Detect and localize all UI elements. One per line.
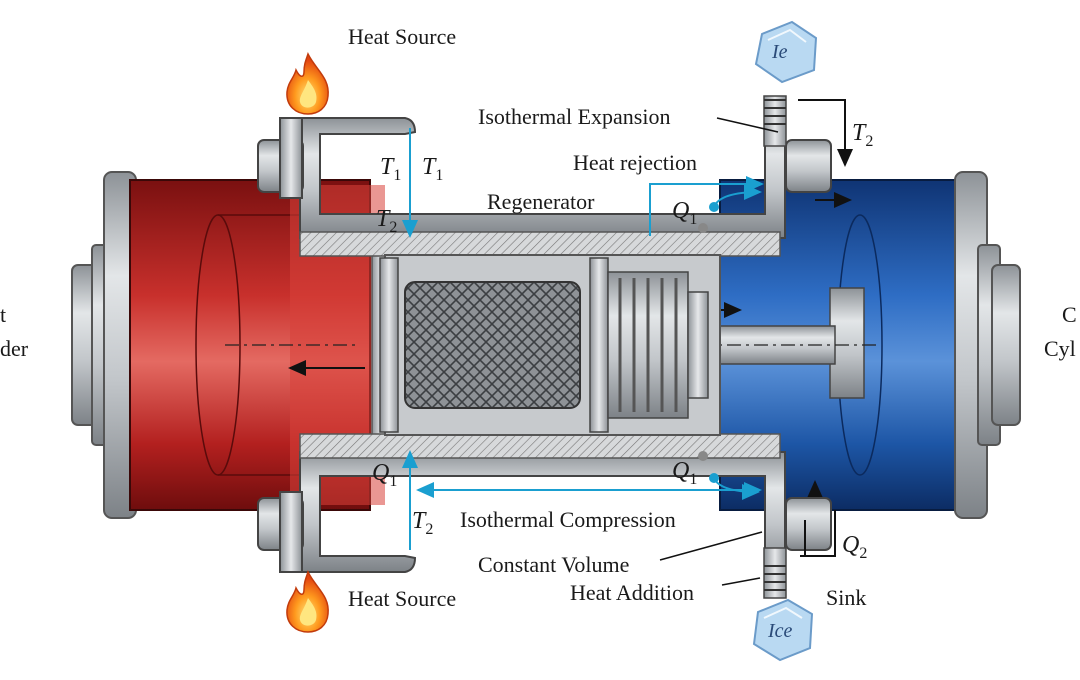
label-cold-cylinder-line1: C [1062, 302, 1077, 327]
label-heat-addition: Heat Addition [570, 580, 694, 605]
ice-cube-icon [754, 20, 818, 84]
flame-icon [286, 570, 329, 633]
flame-icon [286, 52, 329, 115]
label-heat-source-bottom: Heat Source [348, 586, 456, 611]
flow-arrows [402, 128, 764, 550]
regenerator-mesh [404, 281, 581, 409]
ice-label-bottom: Ice [767, 620, 793, 642]
label-sink: Sink [826, 585, 866, 610]
bellows [607, 271, 709, 419]
regenerator-housing [257, 117, 832, 573]
label-isothermal-expansion: Isothermal Expansion [478, 104, 670, 129]
symbol-q1-lower-left: Q1 [372, 460, 397, 490]
label-regenerator: Regenerator [487, 189, 595, 214]
label-cold-cylinder-line2: Cyl [1044, 336, 1076, 361]
label-hot-cylinder-line2: der [0, 336, 29, 361]
label-isothermal-compression: Isothermal Compression [460, 507, 676, 532]
symbol-q2: Q2 [842, 532, 867, 562]
cooler-pipes [763, 95, 787, 599]
ice-cube-icon [752, 598, 814, 662]
label-heat-source-top: Heat Source [348, 24, 456, 49]
label-heat-rejection: Heat rejection [573, 150, 697, 175]
symbol-q1-lower-right: Q1 [672, 458, 697, 488]
cold-end-boss [991, 264, 1021, 426]
upper-transfer-tube [282, 117, 786, 239]
ice-label-top: Ie [771, 41, 788, 63]
label-hot-cylinder-line1: t [0, 302, 6, 327]
leader-lines [659, 99, 853, 586]
symbol-t1-right: T1 [422, 154, 443, 184]
symbol-t2-lower: T2 [412, 508, 433, 538]
symbol-q1-upper: Q1 [672, 198, 697, 228]
symbol-t2-top-right: T2 [852, 120, 873, 150]
symbol-t1-left: T1 [380, 154, 401, 184]
symbol-t2-upper: T2 [376, 206, 397, 236]
label-constant-volume: Constant Volume [478, 552, 629, 577]
